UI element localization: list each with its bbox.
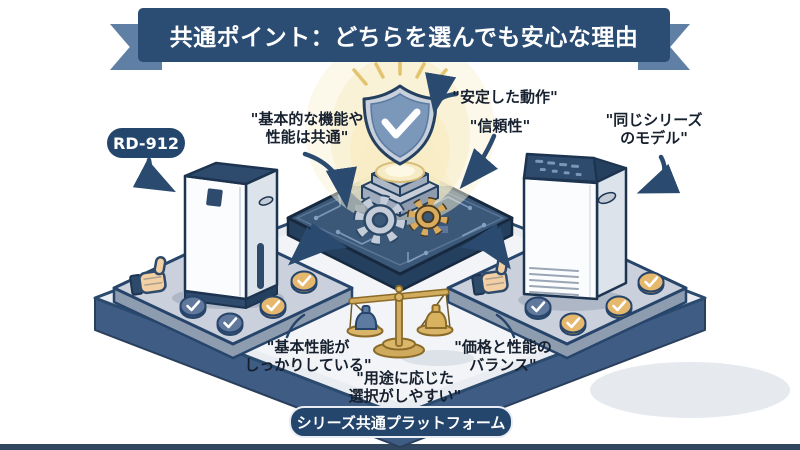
- banner-title: 共通ポイント：どちらを選んでも安心な理由: [138, 8, 670, 62]
- check-coin-icon: [179, 295, 207, 319]
- arrow-icon: [132, 72, 681, 270]
- check-coin-icon: [524, 296, 552, 320]
- callout-common-features: "基本的な機能や 性能は共通": [250, 110, 364, 146]
- check-coin-icon: [637, 271, 665, 295]
- ground-shadow: [590, 362, 790, 418]
- gold-gear-icon: [406, 197, 450, 237]
- callout-same-series: "同じシリーズ のモデル": [605, 111, 703, 147]
- check-coin-icon: [290, 270, 318, 294]
- check-coin-icon: [605, 295, 633, 319]
- vent-grille: [529, 267, 579, 296]
- model-badge: RD-912: [107, 128, 185, 158]
- callout-line: [285, 313, 516, 339]
- callout-basic-performance: "基本性能が しっかりしている": [244, 338, 372, 374]
- platform-badge: シリーズ共通プラットフォーム: [289, 406, 513, 438]
- check-coin-icon: [259, 295, 287, 319]
- right-appliance: [518, 152, 628, 311]
- callout-easy-selection: "用途に応じた 選択がしやすい": [348, 369, 462, 405]
- check-coin-icon: [216, 312, 244, 336]
- callout-price-performance: "価格と性能の バランス": [454, 338, 552, 374]
- callout-stable-operation: "安定した動作": [452, 88, 558, 106]
- shield-check-icon: [362, 84, 438, 166]
- left-appliance: [172, 161, 284, 309]
- check-coin-icon: [559, 312, 587, 336]
- thumbs-up-icon: [129, 256, 167, 296]
- callout-reliability: "信頼性": [469, 117, 531, 135]
- balance-scale-icon: [346, 284, 474, 366]
- gear-icon: [353, 194, 407, 246]
